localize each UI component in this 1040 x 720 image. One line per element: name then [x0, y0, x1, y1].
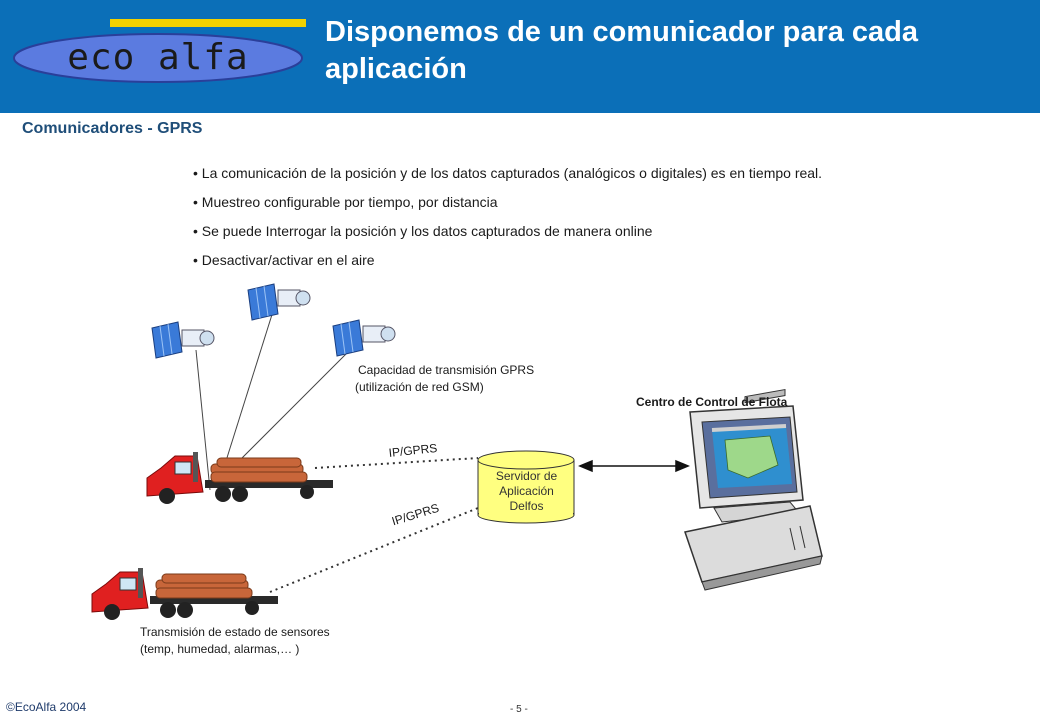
bidirectional-arrow-icon [578, 459, 690, 473]
computer-icon [684, 388, 823, 591]
database-icon [477, 450, 575, 524]
gprs-capacity-label: Capacidad de transmisión GPRS [358, 363, 535, 377]
satellite-icon [332, 319, 396, 357]
satellite-icon [247, 283, 311, 321]
page-title: Disponemos de un comunicador para cada a… [325, 16, 919, 85]
truck-icon [146, 452, 333, 504]
accent-bar [110, 19, 306, 27]
sensors-label: Transmisión de estado de sensores [140, 625, 330, 639]
logo: eco alfa [67, 37, 249, 78]
bullet-item: Se puede Interrogar la posición y los da… [193, 221, 822, 250]
sensors-examples-label: (temp, humedad, alarmas,… ) [140, 642, 300, 656]
server-label: Servidor de Aplicación Delfos [495, 469, 558, 513]
bullet-list: La comunicación de la posición y de los … [193, 163, 822, 279]
gsm-network-label: (utilización de red GSM) [355, 380, 484, 394]
control-center-label: Centro de Control de Flota [636, 395, 788, 409]
page-number: - 5 - [510, 704, 528, 715]
signal-lines [195, 304, 351, 491]
bullet-item: Desactivar/activar en el aire [193, 250, 822, 279]
satellite-icon [151, 321, 215, 359]
bullet-item: La comunicación de la posición y de los … [193, 163, 822, 192]
section-title: Comunicadores - GPRS [22, 120, 203, 137]
ip-gprs-links [269, 457, 479, 593]
logo-ellipse-icon [13, 33, 303, 83]
truck-icon [91, 568, 278, 620]
copyright: ©EcoAlfa 2004 [6, 700, 87, 714]
bullet-item: Muestreo configurable por tiempo, por di… [193, 192, 822, 221]
